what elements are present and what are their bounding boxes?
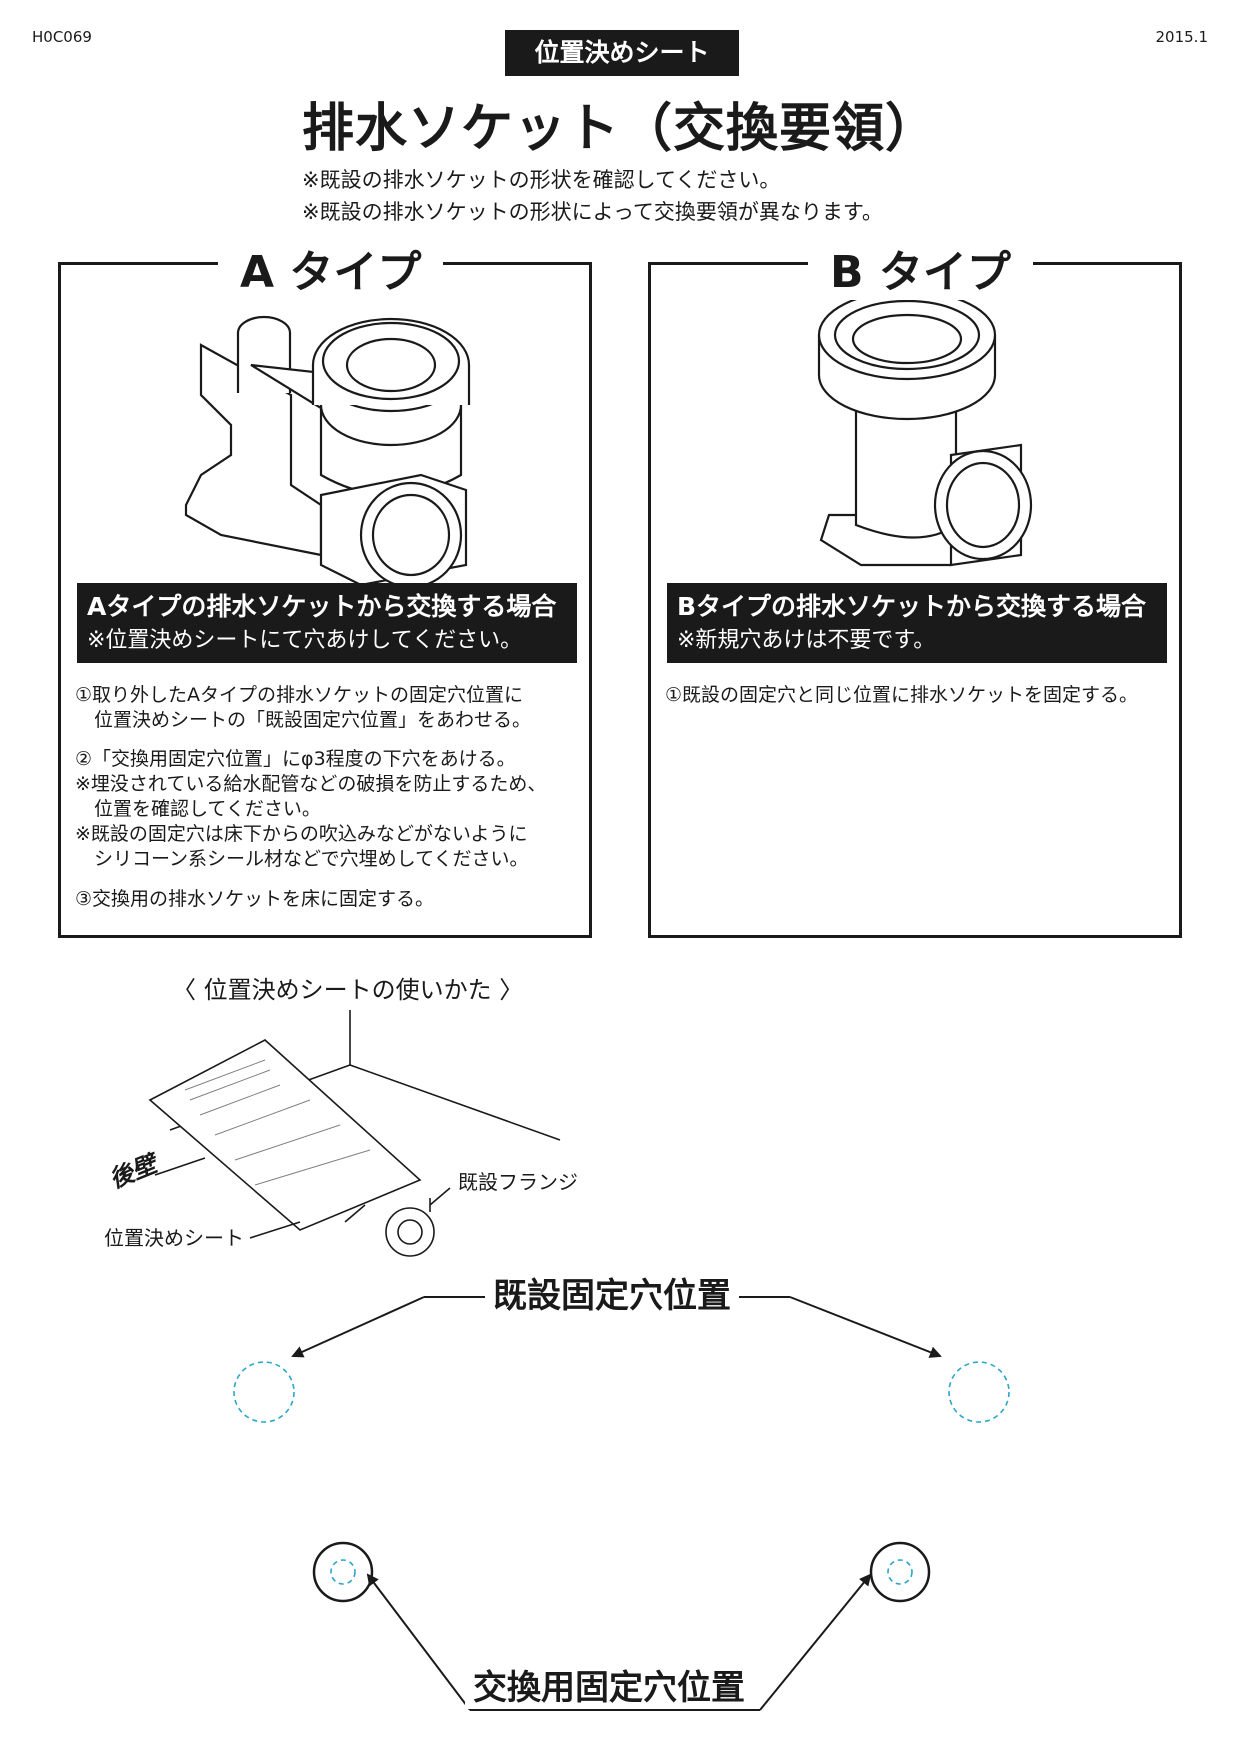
type-a-socket-illustration [184, 315, 471, 585]
replacement-hole-left-inner [330, 1559, 356, 1585]
type-a-step-2: ②「交換用固定穴位置」にφ3程度の下穴をあける。 [75, 748, 516, 770]
type-b-step-1: ①既設の固定穴と同じ位置に排水ソケットを固定する。 [665, 684, 1139, 706]
replacement-hole-position-label: 交換用固定穴位置 [465, 1660, 753, 1709]
note-line-2: ※既設の排水ソケットの形状によって交換要領が異なります。 [302, 200, 883, 224]
document-code: H0C069 [32, 28, 92, 46]
type-b-case-title: Bタイプの排水ソケットから交換する場合 [677, 592, 1147, 621]
page-title: 排水ソケット（交換要領） [301, 99, 938, 159]
type-a-caution-1b: 位置を確認してください。 [75, 798, 321, 820]
sheet-label-badge: 位置決めシート [505, 30, 739, 76]
replacement-hole-right-inner [887, 1559, 913, 1585]
existing-hole-left [233, 1361, 295, 1423]
type-a-panel: Aタイプの排水ソケットから交換する場合 ※位置決めシートにて穴あけしてください。… [58, 262, 592, 938]
type-a-step-1a: ①取り外したAタイプの排水ソケットの固定穴位置に [75, 684, 524, 706]
positioning-sheet-label: 位置決めシート [104, 1226, 244, 1250]
existing-hole-position-label: 既設固定穴位置 [485, 1268, 739, 1317]
existing-hole-right [948, 1361, 1010, 1423]
document-date: 2015.1 [1155, 28, 1209, 46]
existing-flange-label: 既設フランジ [458, 1170, 578, 1194]
type-b-case-bar: Bタイプの排水ソケットから交換する場合 ※新規穴あけは不要です。 [667, 583, 1167, 663]
replacement-hole-right [869, 1541, 931, 1603]
type-a-caution-2a: ※既設の固定穴は床下からの吹込みなどがないように [75, 823, 528, 845]
type-b-case-note: ※新規穴あけは不要です。 [677, 628, 936, 653]
type-b-panel: Bタイプの排水ソケットから交換する場合 ※新規穴あけは不要です。 ①既設の固定穴… [648, 262, 1182, 938]
type-a-caution-1a: ※埋没されている給水配管などの破損を防止するため、 [75, 773, 547, 795]
type-a-step-3: ③交換用の排水ソケットを床に固定する。 [75, 888, 435, 910]
type-a-caution-2b: シリコーン系シール材などで穴埋めしてください。 [75, 848, 529, 870]
type-b-socket-illustration [817, 289, 1033, 567]
replacement-hole-left [312, 1541, 374, 1603]
type-a-step-1b: 位置決めシートの「既設固定穴位置」をあわせる。 [75, 709, 532, 731]
type-b-title: B タイプ [808, 236, 1033, 300]
note-line-1: ※既設の排水ソケットの形状を確認してください。 [302, 168, 781, 192]
type-a-title: A タイプ [218, 236, 444, 300]
type-a-case-title: Aタイプの排水ソケットから交換する場合 [87, 592, 557, 621]
type-a-case-note: ※位置決めシートにて穴あけしてください。 [87, 628, 523, 653]
usage-title: 〈 位置決めシートの使いかた 〉 [172, 976, 524, 1004]
type-a-case-bar: Aタイプの排水ソケットから交換する場合 ※位置決めシートにて穴あけしてください。 [77, 583, 577, 663]
